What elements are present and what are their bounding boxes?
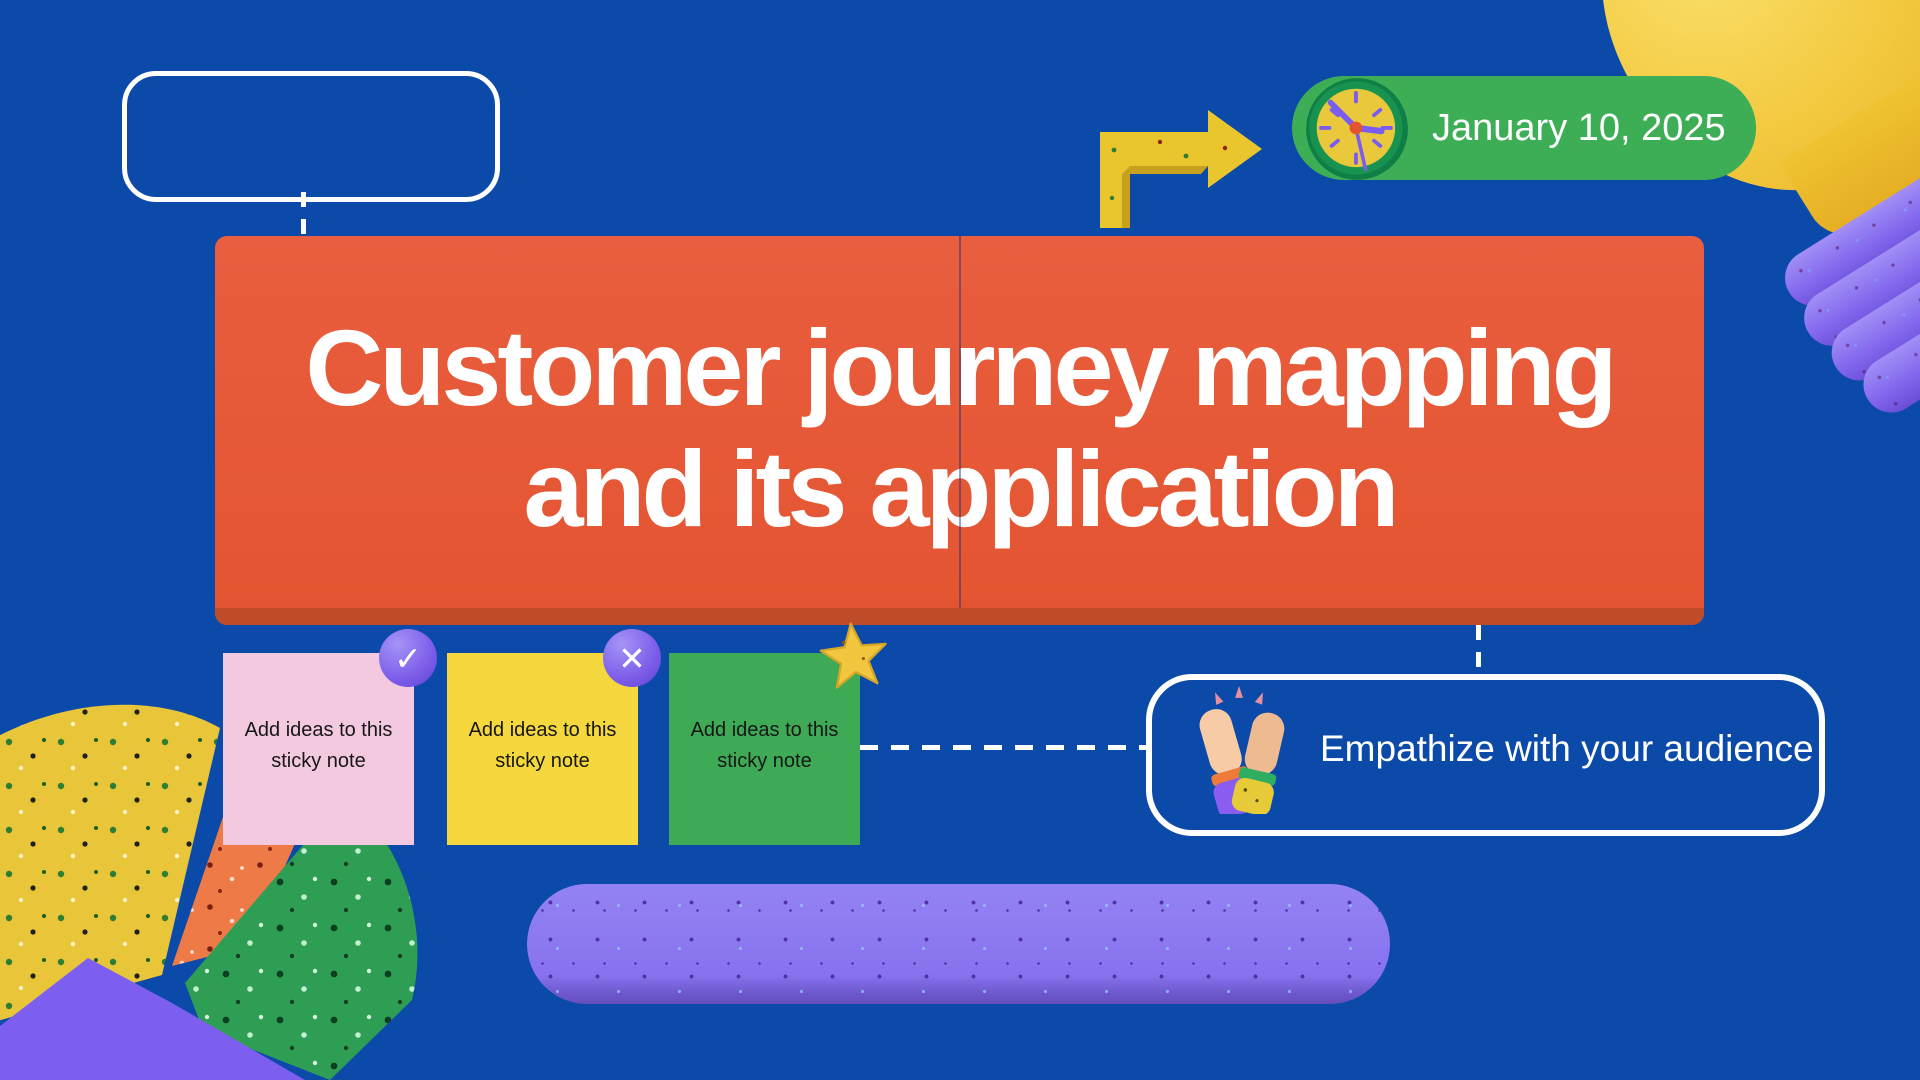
sticky-note-yellow[interactable]: Add ideas to this sticky note ✕ [447, 629, 661, 845]
clapping-hands-icon [1199, 686, 1285, 814]
date-badge[interactable]: January 10, 2025 [1292, 76, 1756, 180]
sticky-note-text: Add ideas to this sticky note [468, 719, 617, 772]
purple-pill-bar[interactable] [527, 884, 1390, 1004]
sticky-note-text: Add ideas to this sticky note [690, 719, 839, 772]
pie-slice-green [185, 796, 418, 1080]
title-line-2: and its application [523, 427, 1399, 549]
pie-slice-purple [0, 958, 305, 1080]
sticky-note-text: Add ideas to this sticky note [244, 719, 393, 772]
title-panel[interactable]: Customer journey mapping and its applica… [215, 236, 1704, 625]
empty-text-frame[interactable] [122, 71, 500, 202]
check-glyph: ✓ [394, 638, 422, 678]
empathize-label: Empathize with your audience [1320, 728, 1814, 769]
date-label: January 10, 2025 [1432, 106, 1726, 149]
check-badge-icon[interactable]: ✓ [379, 629, 437, 687]
connector-frame-to-title [301, 192, 306, 238]
cross-glyph: ✕ [618, 638, 646, 678]
sticky-note-green[interactable]: Add ideas to this sticky note [669, 622, 887, 845]
elbow-arrow-icon [1100, 110, 1262, 228]
connector-note-to-card [860, 745, 1148, 750]
sticky-note-pink[interactable]: Add ideas to this sticky note ✓ [223, 629, 437, 845]
connector-title-to-card [1476, 625, 1481, 675]
cross-badge-icon[interactable]: ✕ [603, 629, 661, 687]
clock-icon [1306, 78, 1408, 180]
title-line-1: Customer journey mapping [305, 306, 1617, 428]
empathize-card[interactable]: Empathize with your audience [1146, 674, 1825, 836]
pie-slice-yellow [0, 704, 220, 1021]
star-badge-icon[interactable] [815, 617, 894, 692]
